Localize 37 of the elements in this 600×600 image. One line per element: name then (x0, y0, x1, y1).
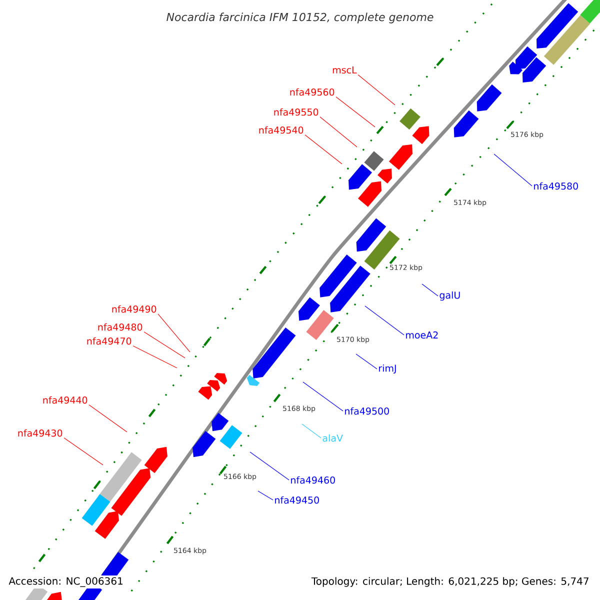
leader-line (304, 134, 342, 164)
leader-line (258, 490, 274, 500)
info-text: Accession: NC_006361 (7, 576, 125, 588)
gene-label: rimJ (379, 364, 396, 374)
gene-label: nfa49490 (112, 305, 156, 313)
gene-label: moeA2 (406, 331, 438, 339)
leader-line (302, 382, 344, 412)
title: Nocardia farcinica IFM 10152, complete genome (165, 12, 435, 24)
leader-line (494, 154, 532, 186)
leader-line (144, 332, 186, 358)
gene-label: nfa49440 (43, 396, 88, 404)
gene-label: nfa49580 (534, 182, 578, 190)
leader-line (336, 96, 376, 128)
info-text: Topology: circular; Length: 6,021,225 bp; Genes: 5,747 (310, 576, 591, 588)
gene-label: nfa49460 (291, 476, 335, 484)
gene-label: nfa49470 (87, 337, 132, 345)
gene-label: galU (440, 291, 460, 301)
gene-label: nfa49430 (18, 429, 62, 437)
leader-line (364, 306, 404, 336)
leader-line (302, 424, 322, 438)
gene-label: nfa49480 (98, 323, 142, 331)
leader-line (88, 404, 128, 432)
gene-label: nfa49500 (345, 407, 389, 415)
gene-label: mscL (332, 66, 357, 74)
leader-line (64, 438, 104, 466)
leader-line (422, 284, 438, 296)
gene-label: nfa49540 (259, 126, 304, 134)
gene-label: nfa49550 (274, 108, 318, 116)
leader-line (132, 346, 178, 368)
leader-line (356, 354, 378, 370)
leader-line (358, 74, 396, 106)
gene-label: nfa49560 (290, 88, 334, 96)
leader-line (320, 116, 358, 148)
leader-line (158, 314, 190, 352)
leader-line (250, 452, 290, 480)
gene-label: alaV (322, 434, 343, 442)
gene-label: nfa49450 (275, 496, 319, 504)
